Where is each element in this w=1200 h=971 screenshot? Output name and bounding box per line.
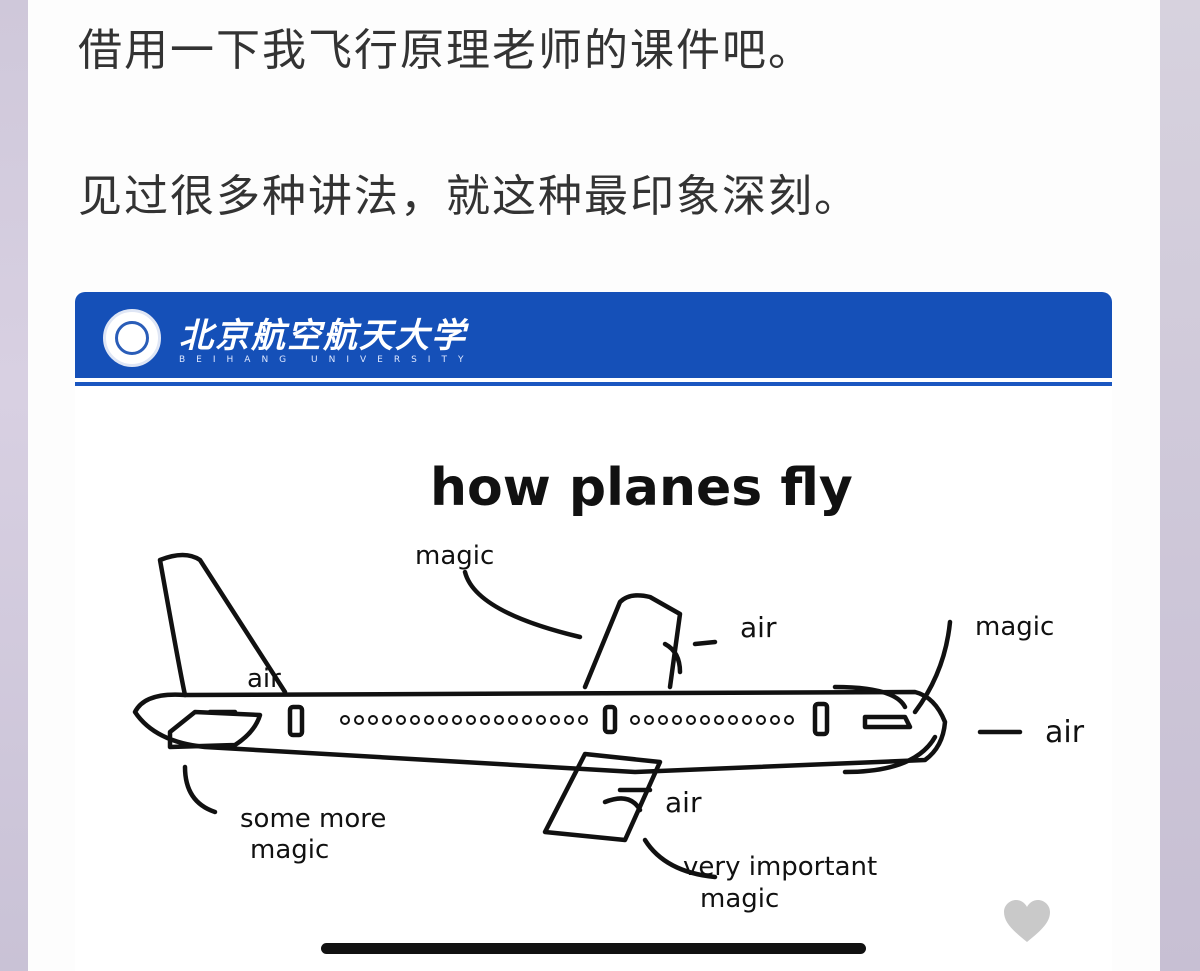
label-magic-top: magic <box>415 541 494 571</box>
lecture-slide-image[interactable]: 北京航空航天大学 BEIHANG UNIVERSITY how planes f… <box>75 292 1112 971</box>
label-very-important-1: very important <box>683 852 877 882</box>
background-right <box>1160 0 1200 971</box>
label-air-lower-wing: air <box>665 786 702 819</box>
label-very-important-2: magic <box>700 884 779 914</box>
label-magic-nose: magic <box>975 612 1054 642</box>
post-text-line-1: 借用一下我飞行原理老师的课件吧。 <box>78 25 814 76</box>
label-some-more-2: magic <box>250 835 329 865</box>
background-left <box>0 0 28 971</box>
slide-header: 北京航空航天大学 BEIHANG UNIVERSITY <box>75 292 1112 386</box>
university-name-en: BEIHANG UNIVERSITY <box>179 355 475 365</box>
heart-icon[interactable] <box>1002 898 1052 946</box>
label-some-more-1: some more <box>240 804 386 834</box>
post-text-line-2: 见过很多种讲法，就这种最印象深刻。 <box>78 171 860 222</box>
university-name-cn: 北京航空航天大学 <box>179 316 467 356</box>
post-card: 借用一下我飞行原理老师的课件吧。 见过很多种讲法，就这种最印象深刻。 北京航空航… <box>28 0 1160 971</box>
window-row <box>340 715 794 725</box>
label-air-wing: air <box>740 611 777 644</box>
label-air-nose: air <box>1045 715 1085 750</box>
slide-title: how planes fly <box>430 458 853 518</box>
university-logo <box>103 309 161 367</box>
plane-drawing: how planes fly <box>132 458 1085 914</box>
label-air-tail: air <box>247 664 281 694</box>
home-indicator[interactable] <box>321 943 866 954</box>
